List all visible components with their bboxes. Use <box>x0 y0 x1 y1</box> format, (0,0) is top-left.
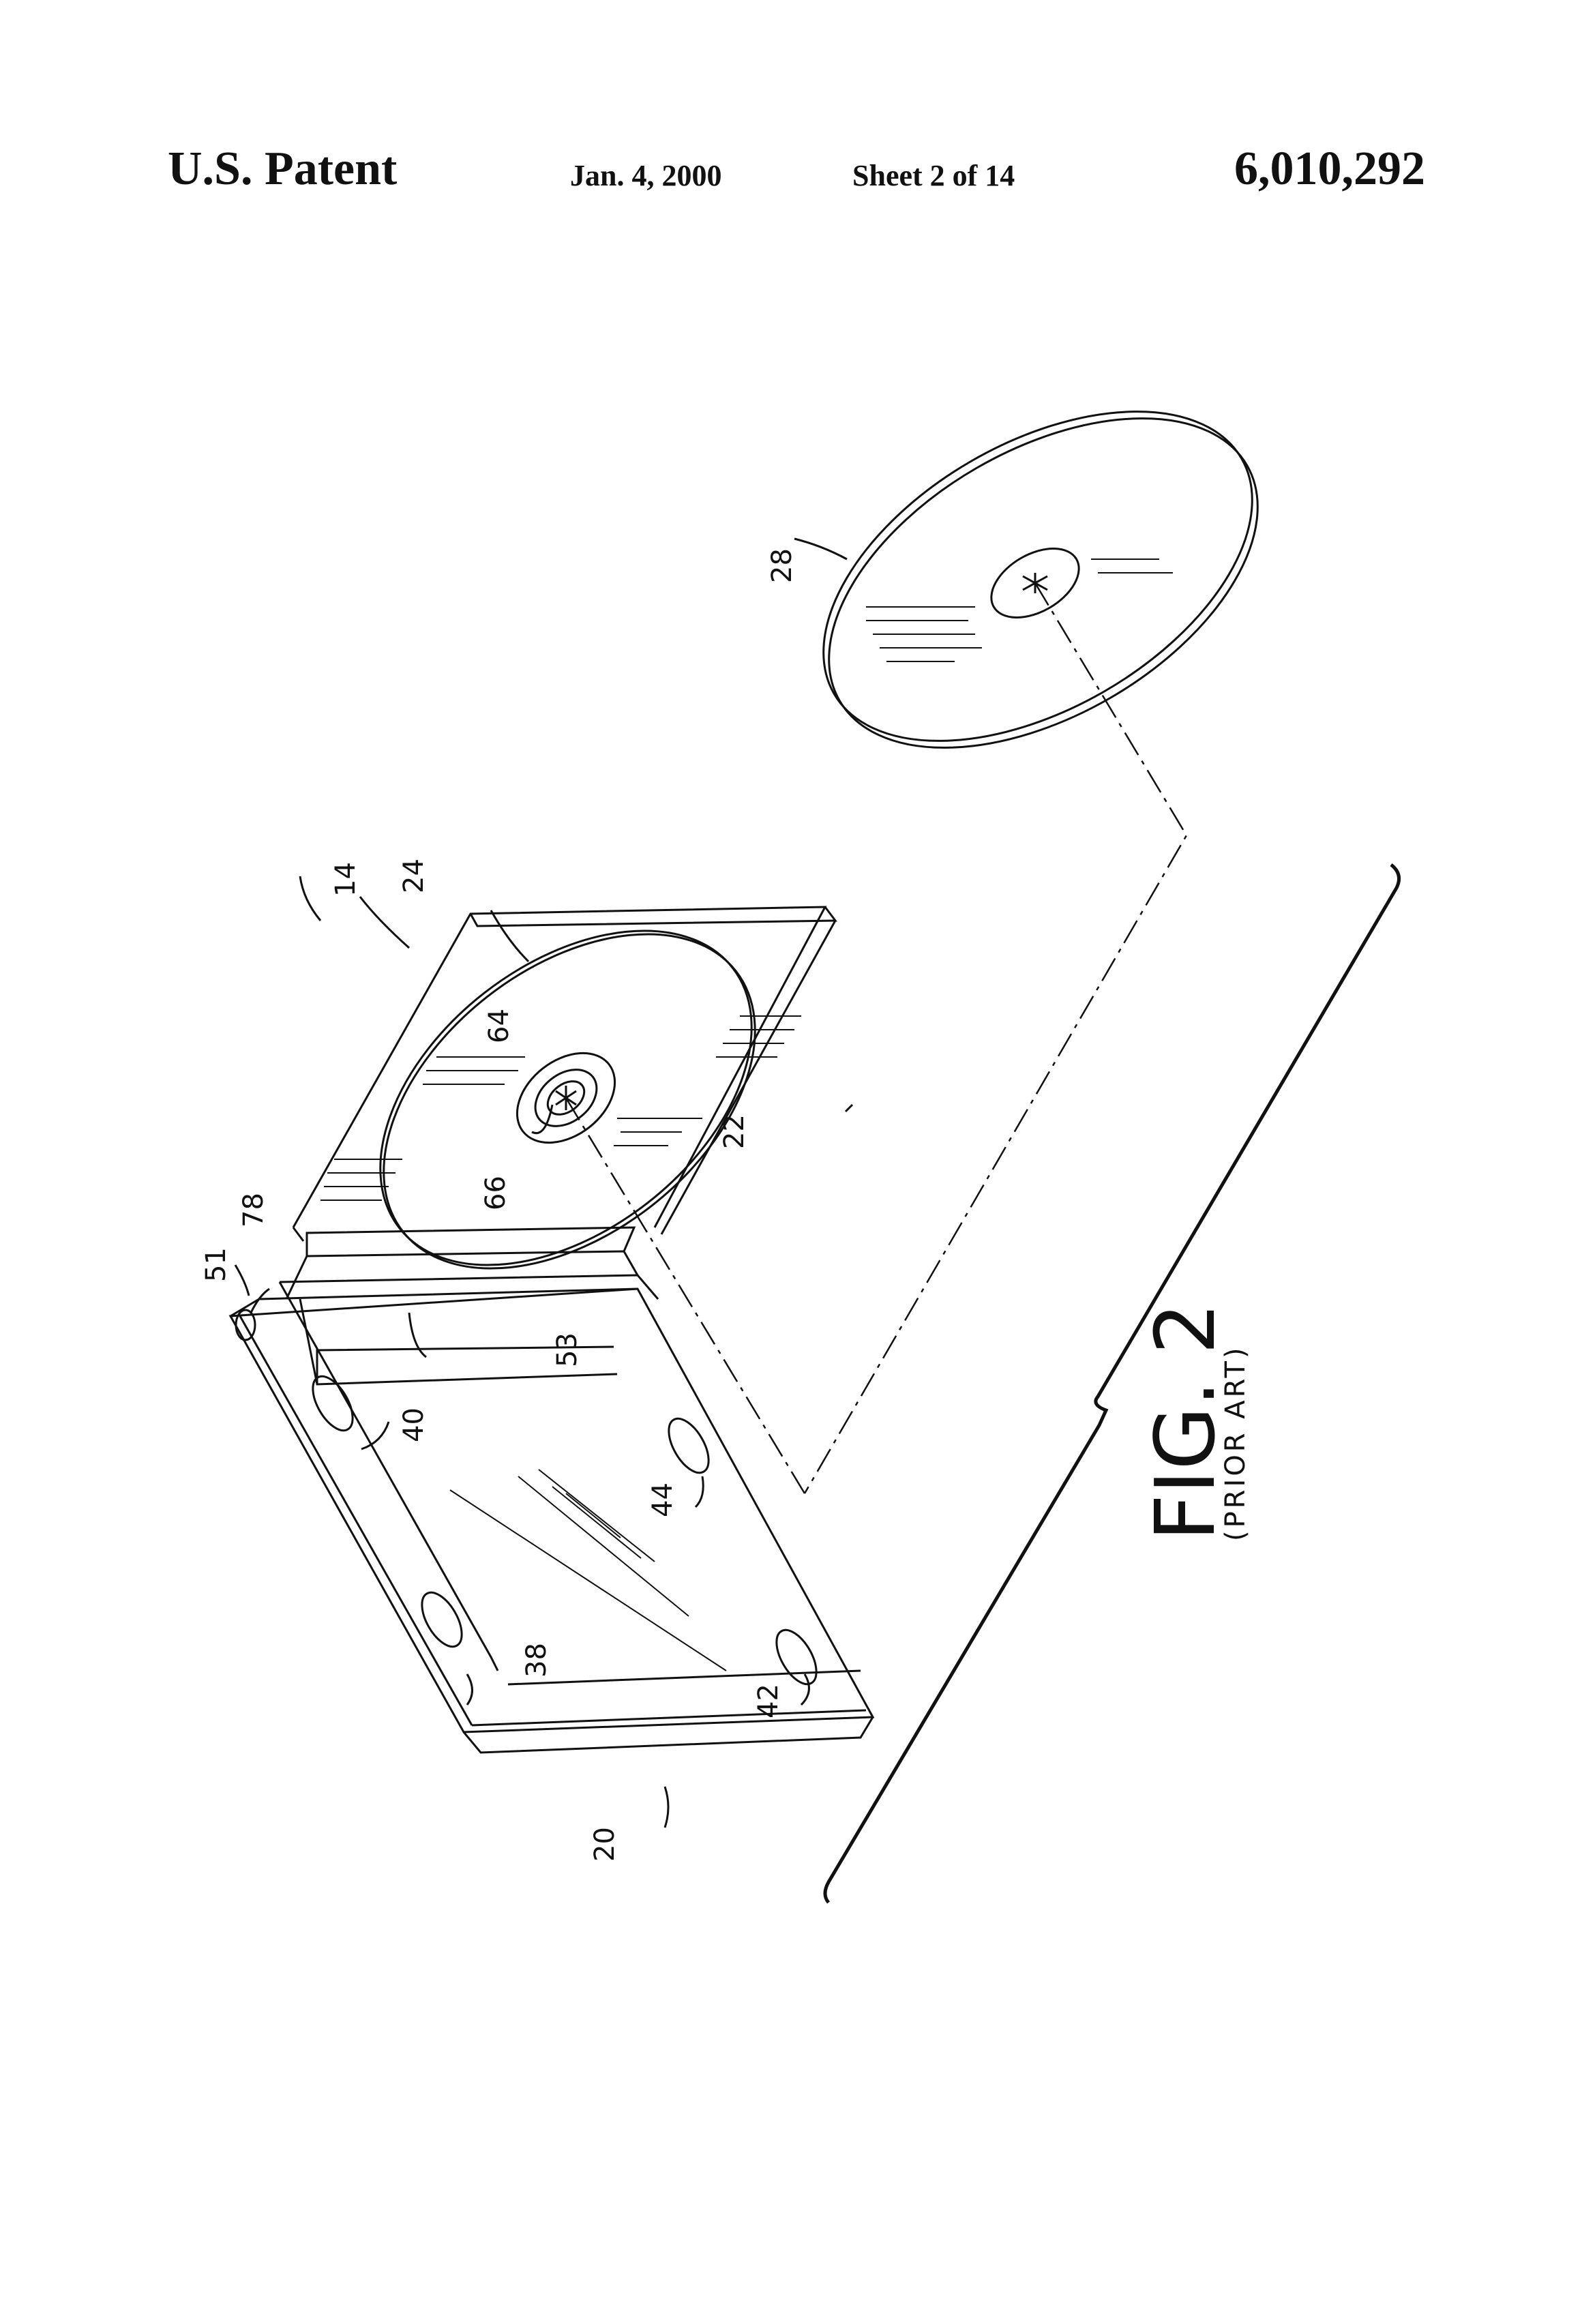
patent-number: 6,010,292 <box>1234 143 1425 195</box>
fig-title: FIG. 2 <box>1139 1302 1234 1541</box>
ref-42: 42 <box>753 1684 784 1718</box>
center-lines <box>565 582 1188 1494</box>
ref-64: 64 <box>483 1009 515 1043</box>
ref-14: 14 <box>330 862 361 897</box>
ref-20: 20 <box>589 1827 621 1862</box>
ref-44: 44 <box>647 1483 678 1517</box>
ref-51: 51 <box>200 1247 232 1282</box>
ref-24: 24 <box>398 859 430 893</box>
loose-disc <box>822 411 1259 749</box>
ref-53: 53 <box>552 1332 583 1367</box>
sheet-number: Sheet 2 of 14 <box>852 159 1015 192</box>
hinge-block <box>285 1226 639 1386</box>
ref-22: 22 <box>719 1114 750 1149</box>
patent-date: Jan. 4, 2000 <box>570 159 722 192</box>
ref-38: 38 <box>521 1643 552 1678</box>
ref-78: 78 <box>238 1193 269 1227</box>
inner-tray <box>292 906 837 1242</box>
ref-40: 40 <box>398 1407 430 1442</box>
ref-28: 28 <box>766 548 798 583</box>
base-line <box>823 863 1401 1904</box>
patent-title: U.S. Patent <box>168 143 398 195</box>
fig-subtitle: (PRIOR ART) <box>1220 1345 1251 1541</box>
leader-lines <box>234 537 854 1828</box>
ref-66: 66 <box>480 1176 511 1210</box>
reference-numerals: 14 24 64 22 66 78 51 53 40 44 38 42 20 2… <box>200 548 798 1862</box>
figure-label: FIG. 2 (PRIOR ART) <box>1139 1302 1251 1541</box>
